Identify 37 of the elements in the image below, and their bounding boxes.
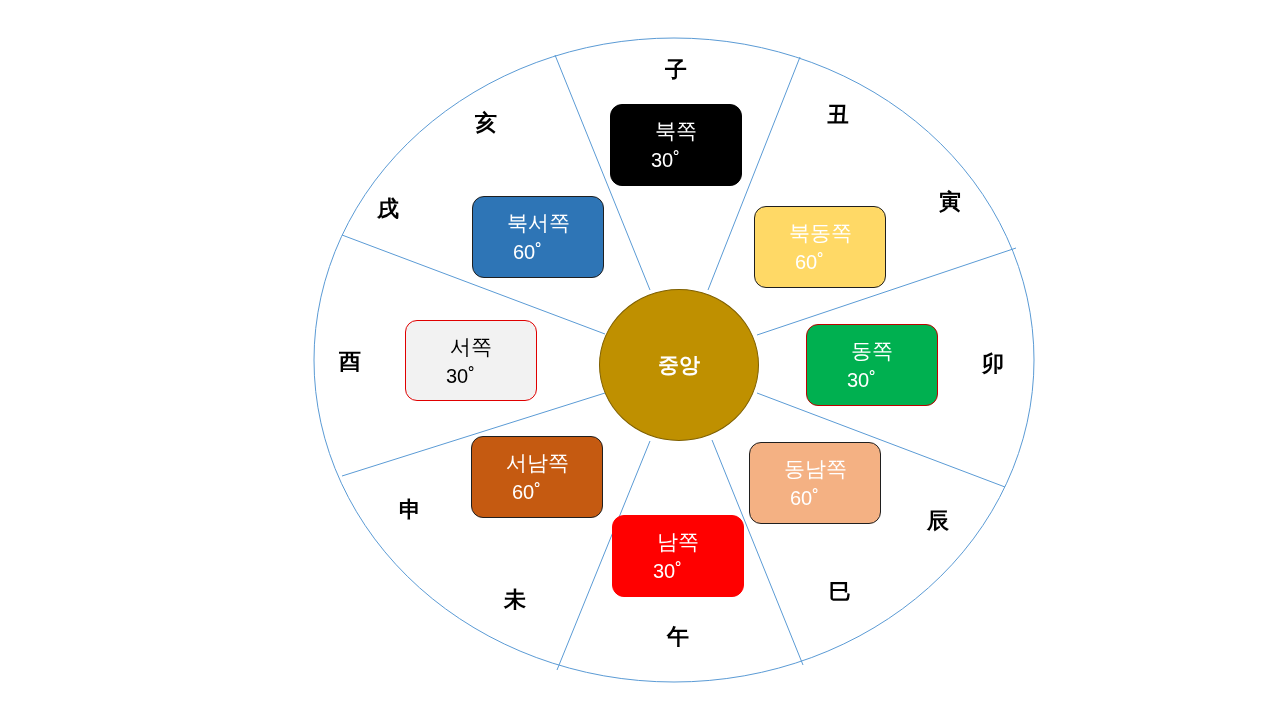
angle-label: 60˚	[790, 487, 819, 510]
direction-label: 동쪽	[850, 338, 894, 364]
angle-label: 30˚	[653, 560, 682, 583]
branch-label: 寅	[939, 188, 961, 216]
direction-label: 서쪽	[449, 334, 493, 360]
branch-label: 卯	[982, 350, 1004, 378]
direction-label: 북서쪽	[505, 210, 571, 236]
branch-label: 申	[399, 496, 421, 524]
direction-box	[405, 320, 537, 401]
direction-box	[610, 104, 742, 186]
branch-label: 子	[665, 56, 687, 84]
direction-label: 남쪽	[656, 529, 700, 555]
angle-label: 30˚	[651, 149, 680, 172]
center-circle: 중앙	[599, 289, 759, 441]
branch-label: 亥	[475, 109, 497, 137]
direction-box	[806, 324, 938, 406]
angle-label: 30˚	[847, 369, 876, 392]
direction-box	[471, 436, 603, 518]
direction-box	[612, 515, 744, 597]
direction-box	[472, 196, 604, 278]
branch-label: 酉	[339, 348, 361, 376]
direction-label: 북동쪽	[787, 220, 853, 246]
direction-label: 북쪽	[654, 118, 698, 144]
angle-label: 60˚	[513, 241, 542, 264]
branch-label: 辰	[927, 507, 949, 535]
angle-label: 60˚	[512, 481, 541, 504]
branch-label: 巳	[829, 578, 851, 606]
direction-label: 동남쪽	[782, 456, 848, 482]
branch-label: 午	[667, 623, 689, 651]
branch-label: 未	[504, 586, 526, 614]
direction-label: 서남쪽	[504, 450, 570, 476]
angle-label: 30˚	[446, 365, 475, 388]
direction-box	[754, 206, 886, 288]
branch-label: 戌	[377, 195, 399, 223]
angle-label: 60˚	[795, 251, 824, 274]
direction-box	[749, 442, 881, 524]
branch-label: 丑	[827, 101, 849, 129]
